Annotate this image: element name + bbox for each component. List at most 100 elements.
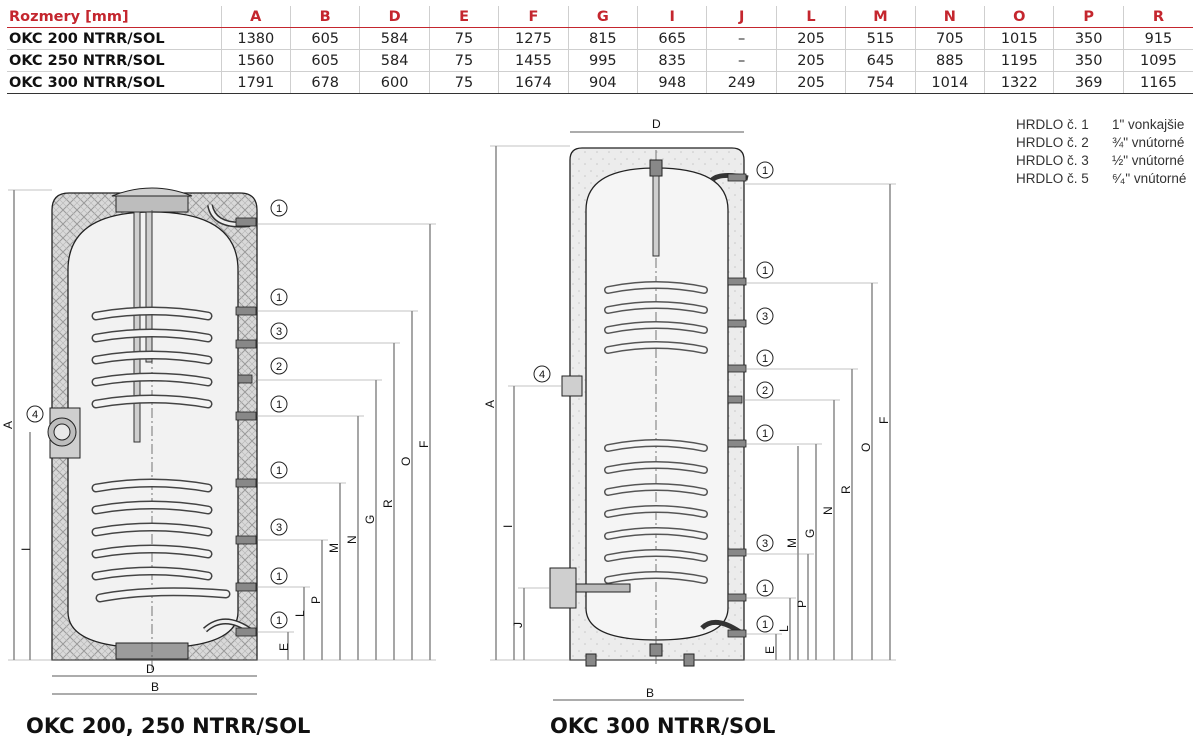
- cell: OKC 200 NTRR/SOL: [7, 27, 222, 50]
- header-f: F: [498, 6, 569, 28]
- cell: 249: [706, 71, 777, 94]
- svg-text:4: 4: [32, 409, 38, 421]
- header-m: M: [845, 6, 916, 28]
- dim-label-f: F: [877, 417, 891, 424]
- cell: –: [706, 49, 777, 72]
- cell: 1275: [498, 27, 569, 50]
- cell: 75: [428, 49, 499, 72]
- cell: 1095: [1122, 49, 1193, 72]
- cell: OKC 300 NTRR/SOL: [7, 71, 222, 94]
- svg-text:4: 4: [539, 369, 545, 381]
- marker: 3: [270, 322, 288, 340]
- legend-value: ⁶⁄₄" vnútorné: [1112, 171, 1187, 186]
- right-caption: OKC 300 NTRR/SOL: [550, 714, 776, 738]
- dimensions-table: Rozmery [mm] A B D E F G I J L M N O P R…: [7, 6, 1193, 94]
- svg-text:1: 1: [762, 353, 768, 365]
- cell: 995: [567, 49, 638, 72]
- dim-label-b: B: [646, 686, 654, 700]
- cell: 584: [359, 49, 430, 72]
- dim-label-a: A: [483, 400, 497, 408]
- marker: 1: [756, 579, 774, 597]
- cell: 678: [289, 71, 360, 94]
- marker: 2: [270, 357, 288, 375]
- header-d: D: [359, 6, 430, 28]
- header-j: J: [706, 6, 777, 28]
- marker: 4: [533, 365, 551, 383]
- marker: 1: [270, 567, 288, 585]
- dim-label-m: M: [327, 543, 341, 553]
- dim-label-r: R: [381, 499, 395, 508]
- cell: 1195: [984, 49, 1054, 72]
- cell: 948: [637, 71, 707, 94]
- marker: 1: [270, 461, 288, 479]
- dim-label-d: D: [146, 662, 155, 676]
- dim-label-i: I: [19, 548, 33, 551]
- dim-label-o: O: [859, 443, 873, 452]
- right-tank-drawing: [549, 147, 749, 667]
- cell: 665: [637, 27, 707, 50]
- cell: 75: [428, 71, 499, 94]
- legend-value: 1" vonkajšie: [1112, 117, 1185, 132]
- header-n: N: [914, 6, 985, 28]
- right-dim-labels: A I J D B F O R N G M P L E: [483, 117, 891, 700]
- dim-label-a: A: [1, 421, 15, 429]
- header-rozmery: Rozmery [mm]: [7, 6, 222, 28]
- marker: 1: [270, 611, 288, 629]
- svg-text:3: 3: [276, 326, 282, 338]
- cell: 1380: [220, 27, 291, 50]
- cell: 350: [1053, 49, 1124, 72]
- cell: 205: [775, 49, 846, 72]
- cell: 350: [1053, 27, 1124, 50]
- marker: 1: [270, 199, 288, 217]
- cell: 1165: [1122, 71, 1193, 94]
- right-connection-markers: 1 1 3 1 2 1 3 1 1 4: [533, 161, 774, 633]
- svg-text:2: 2: [276, 361, 282, 373]
- cell: 205: [775, 27, 846, 50]
- dim-label-g: G: [363, 515, 377, 524]
- marker: 1: [756, 424, 774, 442]
- marker: 1: [756, 615, 774, 633]
- cell: 1791: [220, 71, 291, 94]
- header-r: R: [1122, 6, 1193, 28]
- dim-label-j: J: [511, 622, 525, 628]
- table-row: OKC 250 NTRR/SOL 1560 605 584 75 1455 99…: [7, 49, 1193, 72]
- cell: 605: [289, 27, 360, 50]
- cell: 645: [845, 49, 916, 72]
- table-row: OKC 200 NTRR/SOL 1380 605 584 75 1275 81…: [7, 27, 1193, 50]
- header-e: E: [428, 6, 499, 28]
- left-connection-markers: 1 1 3 2 1 1 3 1 1 4: [26, 199, 288, 629]
- legend-label: HRDLO č. 2: [1016, 135, 1089, 150]
- header-a: A: [220, 6, 291, 28]
- svg-text:1: 1: [762, 428, 768, 440]
- cell: 1674: [498, 71, 569, 94]
- legend-label: HRDLO č. 3: [1016, 153, 1089, 168]
- cell: OKC 250 NTRR/SOL: [7, 49, 222, 72]
- cell: 205: [775, 71, 846, 94]
- dim-label-n: N: [821, 506, 835, 515]
- header-i: I: [637, 6, 707, 28]
- cell: 1014: [914, 71, 985, 94]
- cell: 815: [567, 27, 638, 50]
- dim-label-l: L: [293, 610, 307, 617]
- marker: 1: [756, 261, 774, 279]
- header-l: L: [775, 6, 846, 28]
- dim-label-f: F: [417, 441, 431, 448]
- svg-text:1: 1: [276, 465, 282, 477]
- svg-text:1: 1: [276, 615, 282, 627]
- dim-label-p: P: [309, 596, 323, 604]
- table-header-row: Rozmery [mm] A B D E F G I J L M N O P R: [7, 6, 1193, 28]
- legend-value: ¾" vnútorné: [1112, 135, 1185, 150]
- cell: 835: [637, 49, 707, 72]
- marker: 3: [756, 534, 774, 552]
- svg-text:1: 1: [762, 583, 768, 595]
- cell: 904: [567, 71, 638, 94]
- svg-text:1: 1: [276, 571, 282, 583]
- svg-text:1: 1: [276, 399, 282, 411]
- svg-text:3: 3: [276, 522, 282, 534]
- cell: 705: [914, 27, 985, 50]
- marker: 3: [756, 307, 774, 325]
- svg-text:2: 2: [762, 385, 768, 397]
